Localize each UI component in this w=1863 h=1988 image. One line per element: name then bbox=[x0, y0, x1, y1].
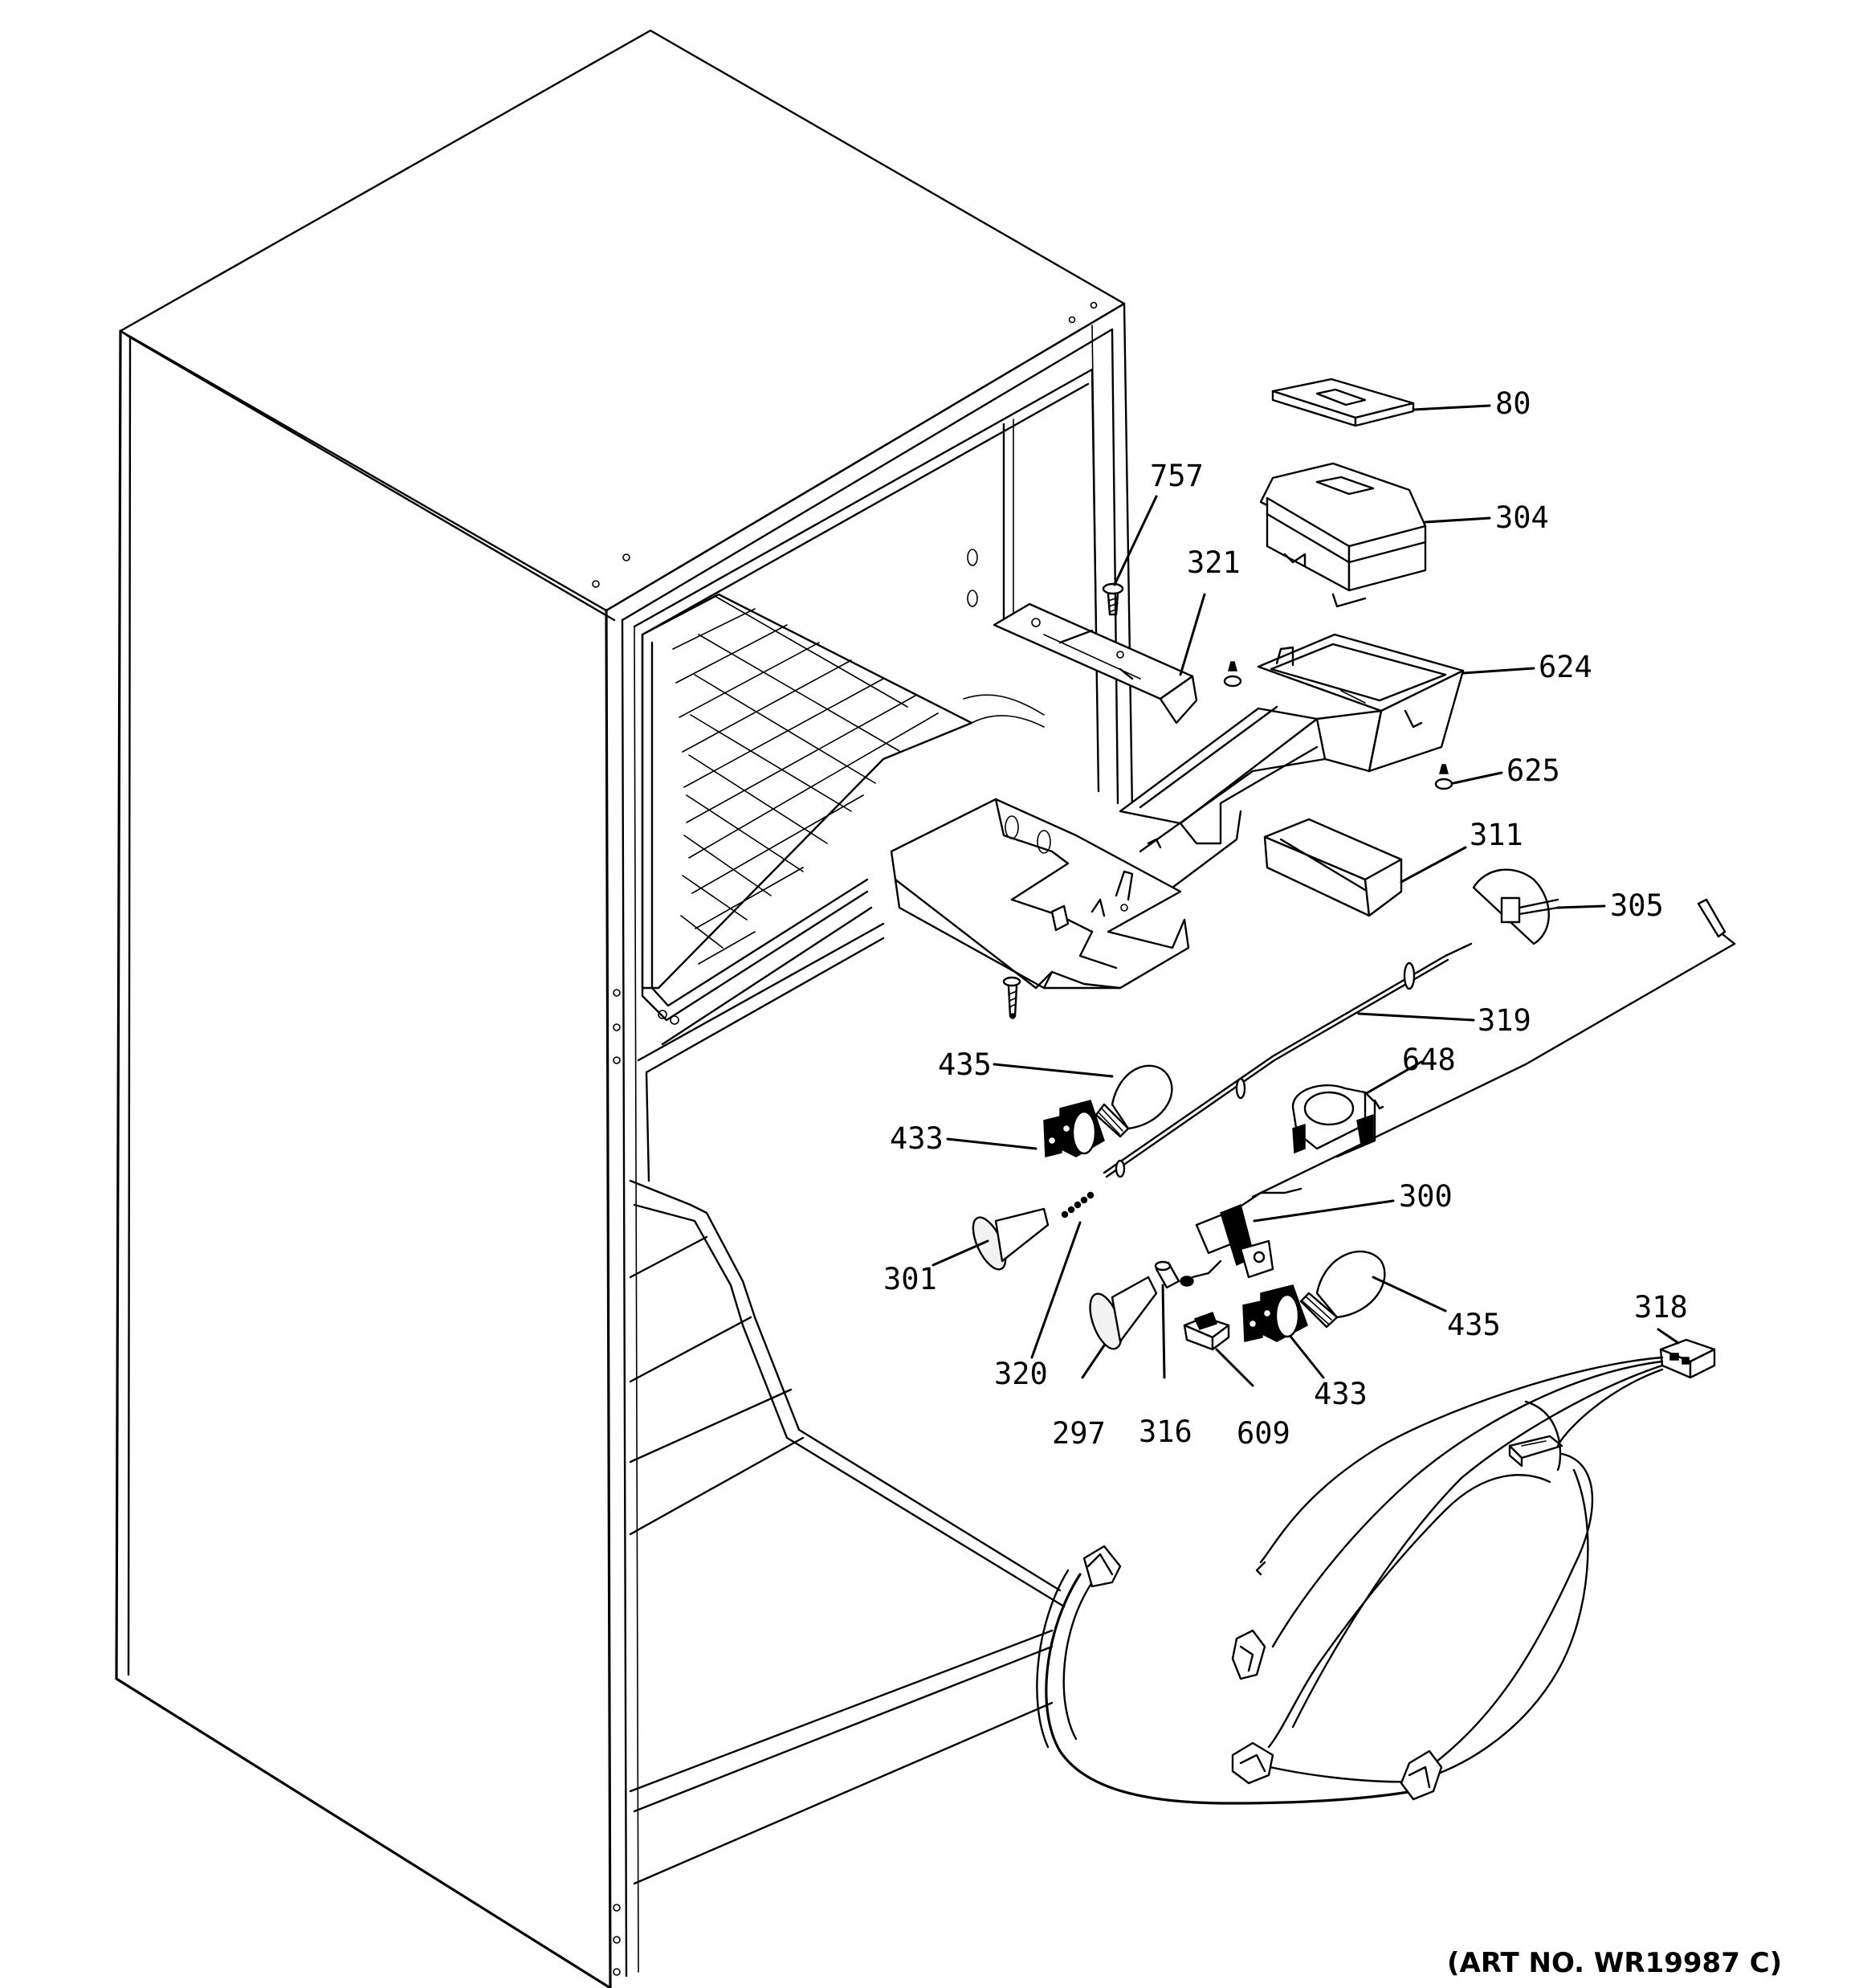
screw-tray-bottom bbox=[1002, 976, 1021, 1019]
part-648-control bbox=[1291, 1084, 1384, 1158]
part-304-cover bbox=[1259, 462, 1427, 608]
art-number: (ART NO. WR19987 C) bbox=[1447, 1947, 1782, 1979]
callout-labels: 80 304 757 321 624 625 311 305 319 435 6… bbox=[883, 386, 1688, 1451]
refrigerator-cabinet bbox=[115, 29, 1134, 1988]
callout-757: 757 bbox=[1150, 459, 1204, 493]
screw-624-left bbox=[1223, 661, 1242, 688]
callout-433-upper: 433 bbox=[890, 1121, 944, 1156]
callout-301: 301 bbox=[883, 1262, 937, 1296]
part-435-bulb-upper bbox=[1095, 1064, 1173, 1138]
part-433-socket-upper bbox=[1043, 1100, 1105, 1157]
part-301-knob bbox=[972, 1207, 1050, 1271]
part-320-spring bbox=[1061, 1191, 1095, 1219]
callout-320: 320 bbox=[994, 1357, 1048, 1391]
part-305-damper bbox=[1472, 868, 1559, 945]
part-624-housing bbox=[890, 633, 1465, 990]
callout-316: 316 bbox=[1139, 1414, 1192, 1449]
callout-305: 305 bbox=[1610, 888, 1664, 923]
callout-433-lower: 433 bbox=[1314, 1377, 1368, 1411]
callout-297: 297 bbox=[1052, 1416, 1106, 1451]
callout-321: 321 bbox=[1187, 545, 1241, 580]
callout-625: 625 bbox=[1506, 753, 1560, 788]
callout-300: 300 bbox=[1399, 1179, 1453, 1214]
callout-648: 648 bbox=[1402, 1043, 1456, 1077]
callout-435-upper: 435 bbox=[938, 1047, 992, 1082]
part-300-thermostat bbox=[1180, 1187, 1302, 1287]
callout-304: 304 bbox=[1495, 500, 1549, 535]
part-311-diffuser bbox=[1263, 818, 1403, 917]
callout-80: 80 bbox=[1495, 386, 1531, 421]
callout-624: 624 bbox=[1539, 650, 1592, 684]
part-609-switch bbox=[1183, 1312, 1230, 1351]
callout-311: 311 bbox=[1470, 818, 1523, 852]
callout-609: 609 bbox=[1237, 1416, 1290, 1451]
leader-lines bbox=[932, 404, 1680, 1387]
part-80-pad bbox=[1271, 378, 1415, 427]
callout-318: 318 bbox=[1634, 1290, 1688, 1325]
part-316-sleeve bbox=[1154, 1260, 1180, 1289]
part-757-screw bbox=[1102, 582, 1124, 616]
part-321-bracket bbox=[993, 602, 1198, 725]
callout-319: 319 bbox=[1478, 1003, 1531, 1038]
part-319-rod bbox=[1103, 942, 1473, 1178]
part-297-knob bbox=[1089, 1276, 1158, 1350]
callout-435-lower: 435 bbox=[1447, 1308, 1501, 1342]
evaporator-fins bbox=[672, 595, 1045, 965]
part-318-wire-harness bbox=[1036, 1338, 1716, 1805]
sensor-probe bbox=[1251, 898, 1736, 1198]
part-435-bulb-lower bbox=[1299, 1250, 1386, 1329]
part-433-socket-lower bbox=[1242, 1284, 1308, 1342]
part-625-screw bbox=[1434, 764, 1453, 790]
